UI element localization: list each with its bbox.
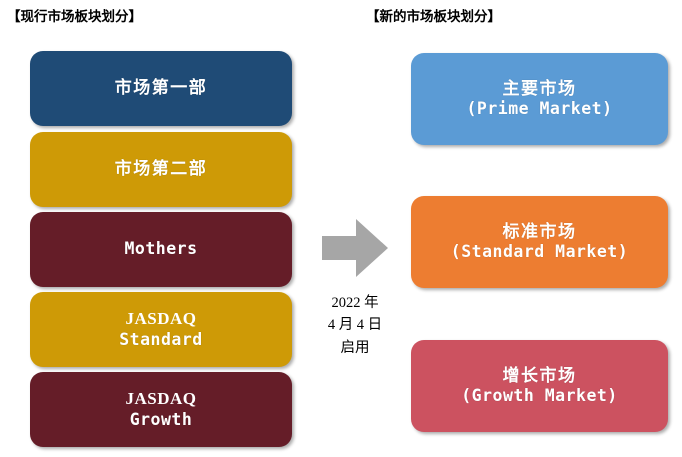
segment-box-second-section: 市场第二部 xyxy=(30,132,292,207)
segment-label-cn: 市场第二部 xyxy=(114,159,208,180)
segment-label-cn: 市场第一部 xyxy=(114,78,208,99)
current-segments-header: 【现行市场板块划分】 xyxy=(7,9,142,25)
new-segments-header: 【新的市场板块划分】 xyxy=(366,9,501,25)
segment-box-prime-market: 主要市场 (Prime Market) xyxy=(411,53,668,145)
segment-label-cn: 增长市场 xyxy=(502,365,577,386)
segment-box-jasdaq-standard: JASDAQ Standard xyxy=(30,292,292,367)
segment-box-jasdaq-growth: JASDAQ Growth xyxy=(30,372,292,447)
segment-label-cn: 标准市场 xyxy=(502,221,577,242)
segment-label-en: Standard xyxy=(119,329,203,349)
segment-box-growth-market: 增长市场 (Growth Market) xyxy=(411,340,668,432)
effective-date-day: 4 月 4 日 xyxy=(327,317,383,334)
segment-label-cn: 主要市场 xyxy=(502,78,577,99)
segment-box-standard-market: 标准市场 (Standard Market) xyxy=(411,196,668,288)
effective-date-year: 2022 年 xyxy=(331,295,379,311)
segment-label-en: (Prime Market) xyxy=(466,99,613,119)
segment-label-en: (Growth Market) xyxy=(461,386,618,406)
segment-label-brand: JASDAQ xyxy=(125,389,197,409)
segment-box-first-section: 市场第一部 xyxy=(30,51,292,126)
arrow-right-icon xyxy=(322,219,388,277)
segment-label-en: Mothers xyxy=(124,239,198,259)
effective-date-verb: 启用 xyxy=(340,339,370,356)
effective-date-caption: 2022 年 4 月 4 日 启用 xyxy=(310,292,400,359)
segment-label-brand: JASDAQ xyxy=(125,309,197,329)
segment-label-en: Growth xyxy=(129,409,193,429)
segment-label-en: (Standard Market) xyxy=(450,242,629,262)
segment-box-mothers: Mothers xyxy=(30,212,292,287)
